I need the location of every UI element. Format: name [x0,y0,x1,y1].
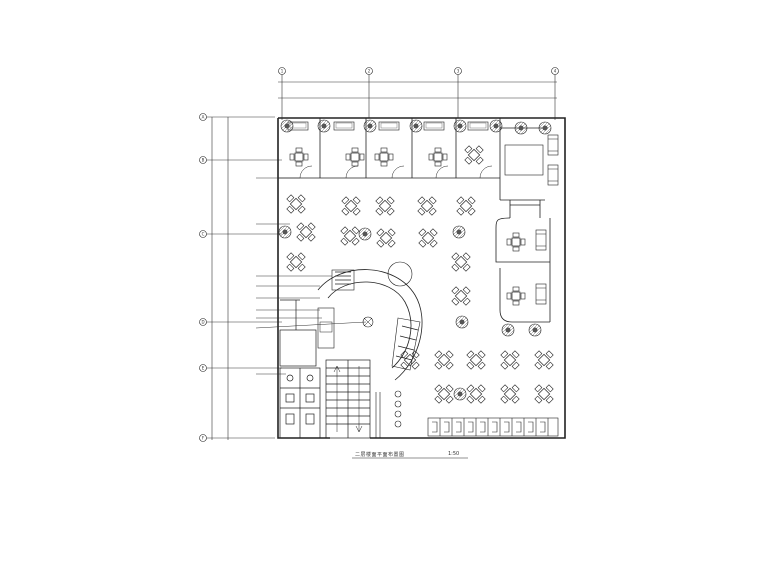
drawing-caption: 二层楼面平面布置图 [355,452,405,458]
grid-label-3: 3 [457,69,460,74]
grid-bubble-A [199,113,207,121]
grid-label-D: D [201,320,204,325]
left-grid-bubbles: A B C D E F [199,113,207,442]
main-staircase [325,359,371,439]
grid-bubble-1 [278,67,286,75]
grid-label-4: 4 [554,69,557,74]
washrooms [279,299,321,439]
grid-bubble-B [199,156,207,164]
left-dimension-lines [205,116,282,440]
grid-bubble-3 [454,67,462,75]
grid-label-E: E [202,366,205,371]
bottom-booths [427,417,559,437]
annotation-leaders [255,177,367,375]
curved-stair-core [317,261,423,381]
entrance-fixtures [375,390,402,438]
private-room-furniture [280,119,503,167]
grid-bubble-D [199,318,207,326]
grid-bubble-F [199,434,207,442]
grid-label-1: 1 [281,69,284,74]
grid-bubble-2 [365,67,373,75]
grid-bubble-E [199,364,207,372]
grid-label-C: C [202,232,205,237]
drawing-scale: 1:50 [448,451,460,457]
grid-label-B: B [202,158,205,163]
building-outline [277,117,566,439]
grid-label-2: 2 [368,69,371,74]
grid-label-F: F [202,436,205,441]
top-grid-bubbles: 1 2 3 4 [278,67,559,75]
grid-label-A: A [202,115,205,120]
top-dimension-lines [278,74,557,120]
grid-bubble-C [199,230,207,238]
grid-bubble-4 [551,67,559,75]
